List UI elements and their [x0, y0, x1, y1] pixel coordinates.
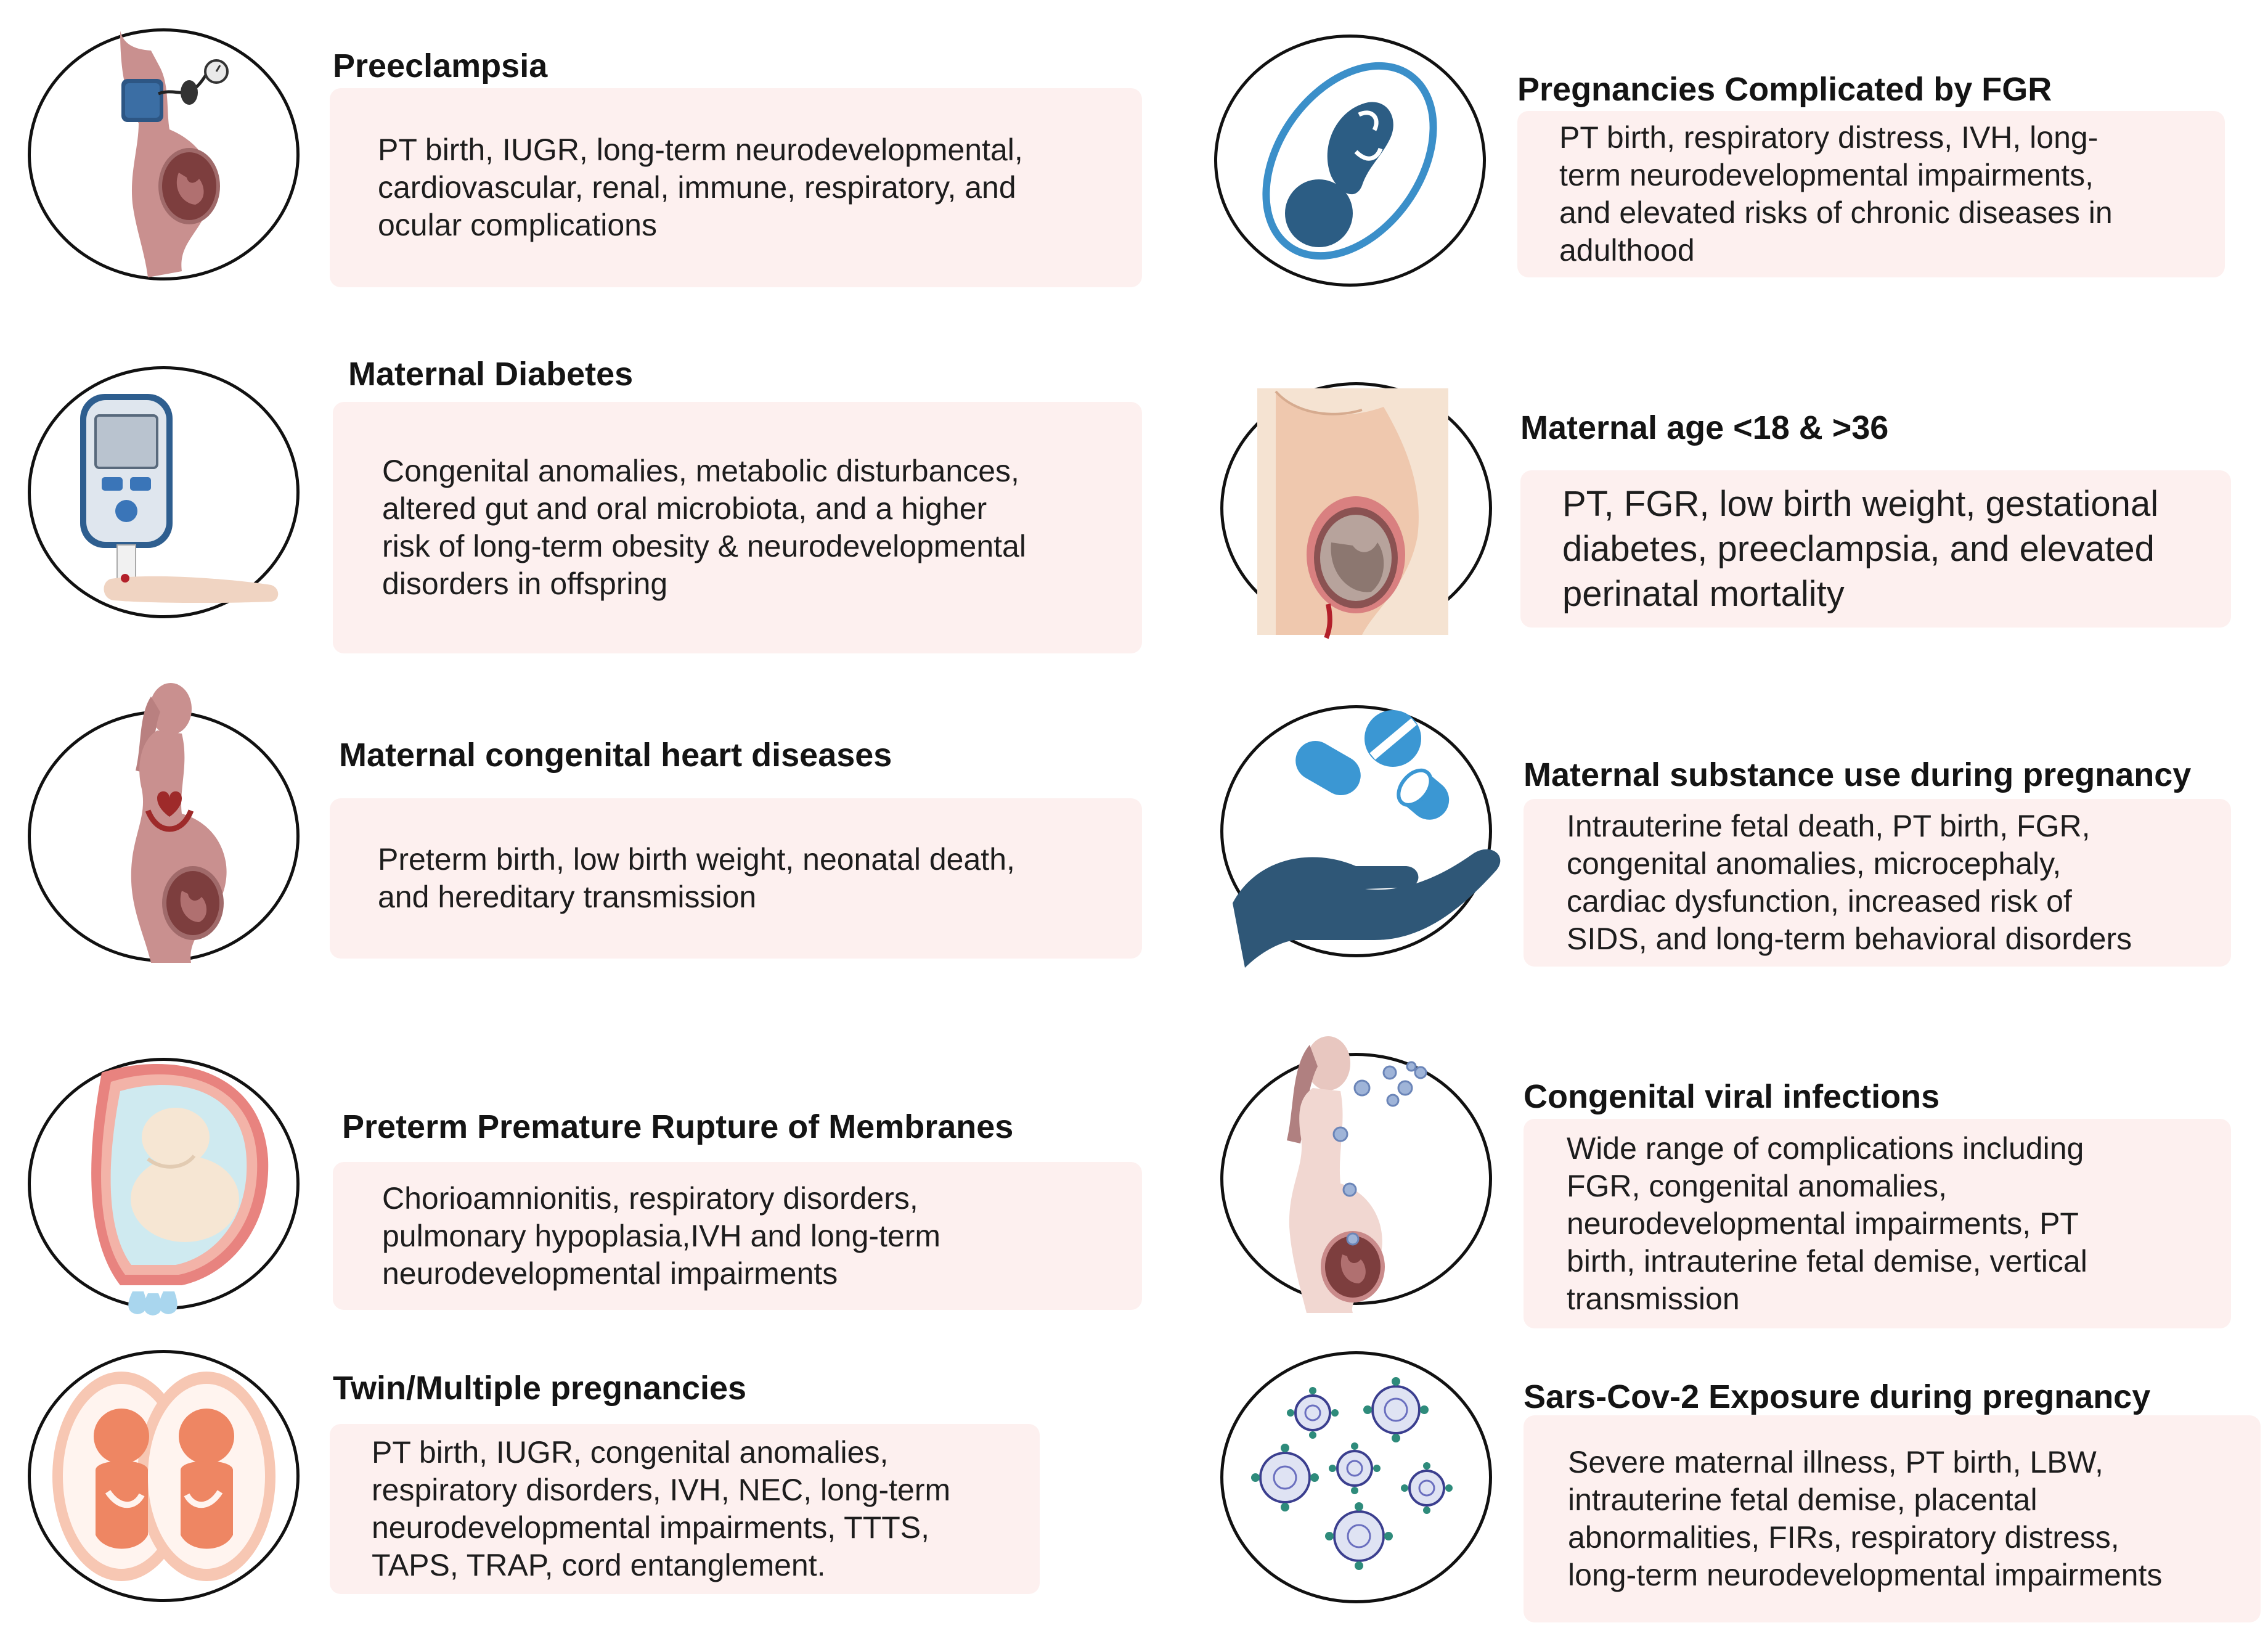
viral-title: Congenital viral infections — [1524, 1078, 1940, 1115]
ruptured-membranes-uterus-icon — [91, 1064, 269, 1315]
maternal-age-title: Maternal age <18 & >36 — [1520, 409, 1889, 446]
preeclampsia-title: Preeclampsia — [333, 47, 548, 84]
viral-outcomes-box: Wide range of complications including FG… — [1524, 1119, 2231, 1328]
fgr-outcomes-box: PT birth, respiratory distress, IVH, lon… — [1517, 111, 2225, 277]
sars-outcomes-text: Severe maternal illness, PT birth, LBW, … — [1568, 1445, 2163, 1592]
substance-use-outcomes-box: Intrauterine fetal death, PT birth, FGR,… — [1524, 799, 2231, 967]
pregnant-woman-blood-pressure-cuff-icon — [120, 31, 229, 277]
pprom-outcomes-box: Chorioamnionitis, respiratory disorders,… — [333, 1162, 1142, 1310]
preeclampsia-outcomes-text: PT birth, IUGR, long-term neurodevelopme… — [378, 133, 1023, 242]
maternal-diabetes-outcomes-box: Congenital anomalies, metabolic disturba… — [333, 402, 1142, 653]
pregnant-abdomen-cross-section-icon — [1257, 388, 1448, 639]
maternal-age-outcomes-text: PT, FGR, low birth weight, gestational d… — [1562, 484, 2159, 614]
maternal-age-outcomes-box: PT, FGR, low birth weight, gestational d… — [1520, 470, 2231, 628]
maternal-diabetes-outcomes-text: Congenital anomalies, metabolic disturba… — [382, 454, 1026, 601]
substance-use-title: Maternal substance use during pregnancy — [1524, 756, 2192, 793]
congenital-heart-outcomes-box: Preterm birth, low birth weight, neonata… — [330, 798, 1142, 959]
twin-fetuses-icon — [52, 1372, 275, 1581]
fgr-outcomes-text: PT birth, respiratory distress, IVH, lon… — [1559, 120, 2113, 268]
glucose-meter-icon — [80, 394, 279, 603]
pprom-outcomes-text: Chorioamnionitis, respiratory disorders,… — [382, 1180, 941, 1291]
congenital-heart-outcomes-text: Preterm birth, low birth weight, neonata… — [378, 842, 1015, 914]
fetus-in-womb-icon — [1262, 62, 1437, 260]
hand-with-pills-icon — [1233, 710, 1501, 968]
pregnant-woman-heart-icon — [131, 683, 227, 963]
pregnant-woman-virus-icon — [1287, 1036, 1427, 1313]
coronavirus-particles-icon — [1251, 1377, 1453, 1570]
twin-outcomes-text: PT birth, IUGR, congenital anomalies, re… — [372, 1435, 951, 1582]
twin-title: Twin/Multiple pregnancies — [333, 1370, 747, 1407]
substance-use-outcomes-text: Intrauterine fetal death, PT birth, FGR,… — [1567, 809, 2132, 956]
maternal-diabetes-title: Maternal Diabetes — [348, 356, 634, 393]
viral-outcomes-text: Wide range of complications including FG… — [1567, 1131, 2087, 1316]
preeclampsia-outcomes-box: PT birth, IUGR, long-term neurodevelopme… — [330, 88, 1142, 287]
congenital-heart-title: Maternal congenital heart diseases — [339, 737, 892, 774]
pprom-title: Preterm Premature Rupture of Membranes — [342, 1108, 1014, 1145]
fgr-title: Pregnancies Complicated by FGR — [1517, 71, 2052, 108]
twin-outcomes-box: PT birth, IUGR, congenital anomalies, re… — [330, 1424, 1040, 1594]
sars-outcomes-box: Severe maternal illness, PT birth, LBW, … — [1524, 1415, 2261, 1622]
sars-title: Sars-Cov-2 Exposure during pregnancy — [1524, 1378, 2151, 1415]
